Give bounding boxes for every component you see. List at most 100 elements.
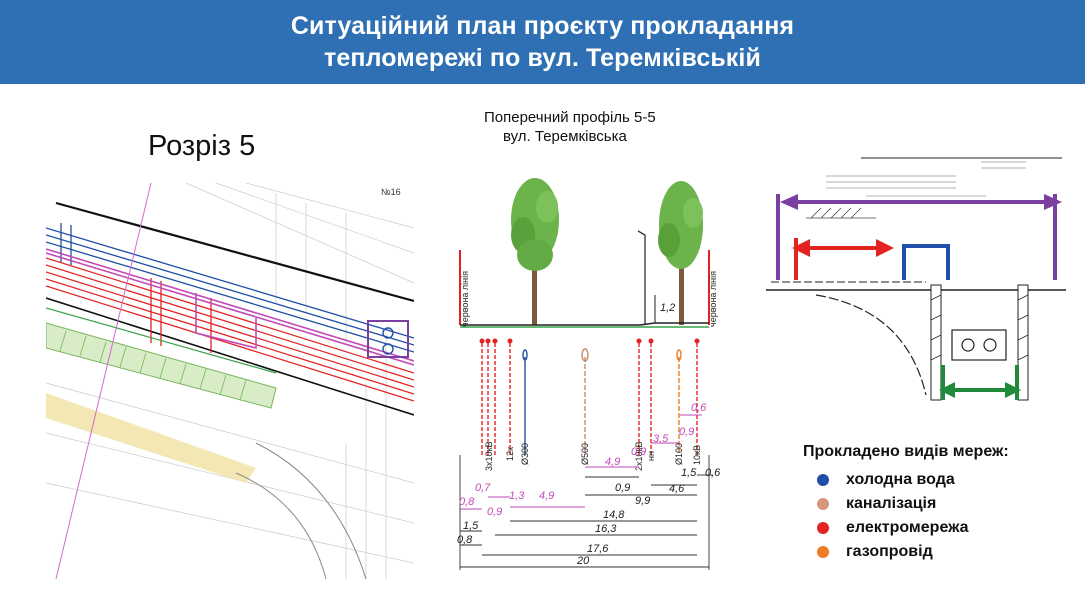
legend: Прокладено видів мереж: холодна вода кан… xyxy=(803,443,1073,564)
green-arrow-right xyxy=(1005,382,1021,398)
legend-label: каналізація xyxy=(846,495,937,512)
profile-title: Поперечний профіль 5-5 вул. Теремківська xyxy=(484,108,704,146)
map-yellow-zone xyxy=(46,393,256,483)
pipe-icon-2 xyxy=(983,338,997,352)
green-arrow-left xyxy=(939,382,955,398)
red-line-label-right: червона лінія xyxy=(708,271,718,327)
dimension-label: 0,7 xyxy=(475,482,491,494)
dimension-label: 0,9 xyxy=(679,426,694,438)
map-section-line xyxy=(55,182,152,580)
dimension-label: 0,8 xyxy=(457,534,473,546)
page-header: Ситуаційний план проєкту прокладання теп… xyxy=(0,0,1085,84)
utility-label: Ø100 xyxy=(674,443,684,465)
map-street-edge-bottom xyxy=(45,297,415,416)
dimension-label: 0,9 xyxy=(631,446,646,458)
profile-title-line-2: вул. Теремківська xyxy=(503,128,627,145)
legend-item-sewer: каналізація xyxy=(803,492,1073,516)
dimension-label: 0,9 xyxy=(615,482,630,494)
map-arc xyxy=(255,442,367,580)
situational-map: №16 xyxy=(45,182,415,580)
height-label: 1,2 xyxy=(660,302,675,314)
trench-section-drawing xyxy=(766,157,1066,401)
section-title: Розріз 5 xyxy=(148,130,256,162)
dimension-label: 14,8 xyxy=(603,509,625,521)
dimension-label: 4,9 xyxy=(539,490,554,502)
profile-title-line-1: Поперечний профіль 5-5 xyxy=(484,109,656,126)
legend-title: Прокладено видів мереж: xyxy=(803,443,1009,460)
map-arc-2 xyxy=(235,472,327,580)
legend-item-electric: електромережа xyxy=(803,516,1073,540)
utility-label: 3х10кВ xyxy=(484,442,494,471)
trench-wall-left xyxy=(930,284,942,401)
dimension-label: 3,5 xyxy=(653,433,669,445)
dimension-label: 0,6 xyxy=(691,402,707,414)
dimension-label: 9,9 xyxy=(635,495,650,507)
dimension-label: 1,5 xyxy=(681,467,697,479)
legend-label: електромережа xyxy=(846,519,969,536)
trench-section xyxy=(766,150,1066,410)
map-chamber xyxy=(367,320,409,358)
utility-label: 2х10кВ xyxy=(634,442,644,471)
map-electric-lines xyxy=(45,257,415,402)
map-green-strip xyxy=(45,322,277,409)
header-title-line-2: тепломережі по вул. Теремківській xyxy=(324,44,761,72)
dimension-label: 1,3 xyxy=(509,490,525,502)
utility-label: 10кВ xyxy=(692,445,702,465)
header-title-line-1: Ситуаційний план проєкту прокладання xyxy=(290,12,795,40)
map-heat-main xyxy=(45,248,415,366)
map-survey-lines xyxy=(45,182,415,579)
purple-arrow-left xyxy=(780,194,798,210)
dimension-label: 1,5 xyxy=(463,520,479,532)
legend-item-gas: газопровід xyxy=(803,540,1073,564)
dimension-label: 16,3 xyxy=(595,523,617,535)
legend-dot-icon xyxy=(817,498,829,510)
street-lamp xyxy=(637,230,646,325)
tree-left xyxy=(511,178,559,325)
tree-right xyxy=(658,181,703,325)
map-street-label: №16 xyxy=(381,187,401,197)
dimension-label: 0,6 xyxy=(705,467,720,479)
legend-item-water: холодна вода xyxy=(803,468,1073,492)
utility-label: нн xyxy=(646,451,656,461)
legend-dot-icon xyxy=(817,474,829,486)
note-lines xyxy=(826,161,1026,197)
pipe-icon xyxy=(961,338,975,352)
map-well-icon xyxy=(382,327,394,339)
map-well-icon-2 xyxy=(382,343,394,355)
map-green-line xyxy=(45,307,277,374)
situational-map-drawing: №16 xyxy=(45,182,415,580)
pipe-channel xyxy=(951,329,1007,361)
utility-label: Ø300 xyxy=(520,443,530,465)
dimension-label: 4,6 xyxy=(669,483,685,495)
utility-labels: 3х10кВ 12к Ø300 Ø500 2х10кВ нн Ø100 10кВ xyxy=(484,442,702,471)
utility-label: Ø500 xyxy=(580,443,590,465)
cross-profile: червона лінія червона лінія 1,2 xyxy=(455,165,721,575)
dimension-label: 0,8 xyxy=(459,496,475,508)
dimension-label: 0,9 xyxy=(487,506,502,518)
legend-dot-icon xyxy=(817,546,829,558)
map-street-edge-top xyxy=(55,201,415,303)
utility-label: 12к xyxy=(505,447,515,461)
cross-profile-drawing: червона лінія червона лінія 1,2 xyxy=(457,178,721,570)
trench-wall-right xyxy=(1017,284,1029,401)
red-arrow-right xyxy=(876,239,894,257)
blue-bracket xyxy=(902,244,950,280)
dimension-labels: 0,6 3,5 0,9 0,9 4,9 0,7 0,8 1,3 4,9 0,9 … xyxy=(457,402,721,567)
ground-line xyxy=(460,322,709,326)
slope-curve xyxy=(815,294,927,396)
legend-label: газопровід xyxy=(846,543,933,560)
ground-hatch xyxy=(806,207,876,219)
dimension-label: 17,6 xyxy=(587,543,609,555)
red-line-label-left: червона лінія xyxy=(460,271,470,327)
dimension-label: 4,9 xyxy=(605,456,620,468)
utility-pins xyxy=(479,338,700,455)
red-arrow-left xyxy=(792,239,810,257)
map-water-lines xyxy=(45,223,415,353)
dimension-lines-magenta xyxy=(460,414,702,510)
map-green-hatch xyxy=(59,330,247,401)
trench-wall-hatch xyxy=(930,294,1029,361)
legend-label: холодна вода xyxy=(846,471,955,488)
legend-dot-icon xyxy=(817,522,829,534)
dimension-label: 20 xyxy=(576,555,590,567)
dimension-lines-black xyxy=(459,455,713,570)
